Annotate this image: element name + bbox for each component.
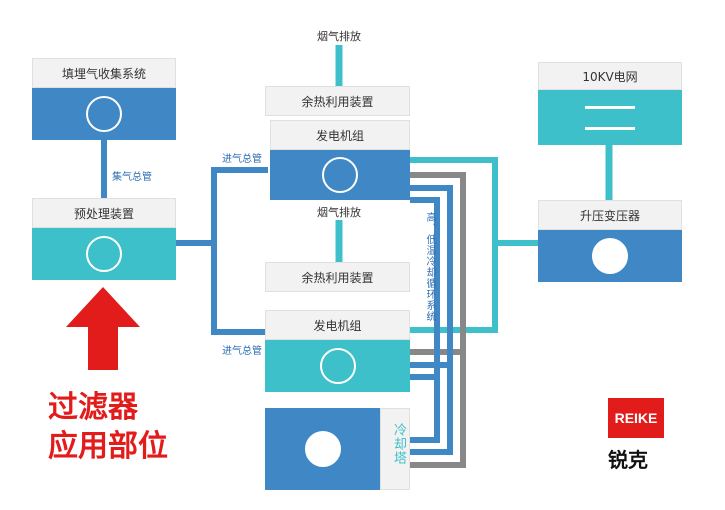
cooling-loop-blue-outer bbox=[380, 185, 453, 455]
filter-annotation-line1: 过滤器 bbox=[48, 390, 138, 425]
transformer-panel bbox=[538, 230, 682, 282]
ship-icon bbox=[304, 431, 341, 467]
gen-label-bottom: 发电机组 bbox=[265, 310, 410, 340]
landfill-panel bbox=[32, 88, 176, 140]
inlet-pipe-top bbox=[176, 167, 268, 246]
filter-annotation: 过滤器 应用部位 bbox=[48, 388, 168, 466]
sphere-icon bbox=[322, 157, 358, 193]
inlet-pipe-bottom bbox=[211, 243, 268, 335]
smoke-label-top: 烟气排放 bbox=[317, 30, 361, 43]
grid-label: 10KV电网 bbox=[538, 62, 682, 90]
gauge-icon bbox=[86, 236, 122, 272]
wave-icon bbox=[585, 105, 635, 130]
landfill-label: 填埋气收集系统 bbox=[32, 58, 176, 88]
cooling-tower-label: 冷却塔 bbox=[391, 423, 406, 465]
inlet-label-top: 进气总管 bbox=[222, 154, 262, 165]
heat-label-mid: 余热利用装置 bbox=[265, 262, 410, 292]
globe-icon bbox=[86, 96, 122, 132]
sphere-icon bbox=[319, 348, 356, 384]
pretreat-label: 预处理装置 bbox=[32, 198, 176, 228]
gas-main-label: 集气总管 bbox=[112, 172, 152, 183]
cooling-loop-gray-outer bbox=[380, 172, 466, 468]
reike-logo: REIKE bbox=[608, 398, 664, 438]
logo-brand: REIKE bbox=[614, 410, 658, 426]
inlet-label-bottom: 进气总管 bbox=[222, 346, 262, 357]
cooling-loop-label: 高、低温冷却循环系统 bbox=[424, 212, 435, 322]
smoke-label-mid: 烟气排放 bbox=[317, 206, 361, 219]
filter-annotation-line2: 应用部位 bbox=[48, 429, 168, 464]
pretreat-panel bbox=[32, 228, 176, 280]
heat-label-top: 余热利用装置 bbox=[265, 86, 410, 116]
percent-badge-icon bbox=[592, 238, 628, 274]
gen-panel-bottom bbox=[265, 340, 410, 392]
gen-panel-top bbox=[270, 150, 410, 200]
power-line-top bbox=[410, 157, 540, 246]
grid-panel bbox=[538, 90, 682, 145]
gen-label-top: 发电机组 bbox=[270, 120, 410, 150]
logo-chinese: 锐克 bbox=[608, 448, 648, 472]
cooling-tower-panel bbox=[265, 408, 380, 490]
transformer-label: 升压变压器 bbox=[538, 200, 682, 230]
red-arrow-icon bbox=[66, 287, 140, 370]
